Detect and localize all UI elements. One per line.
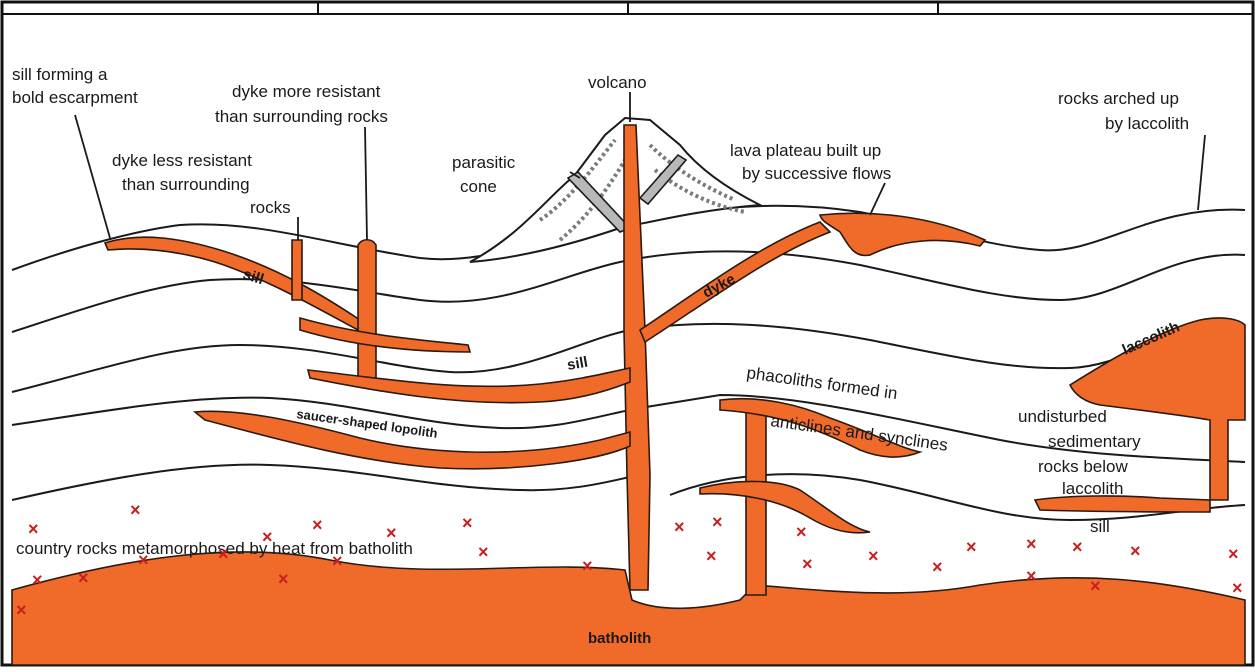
x-mark: × — [16, 600, 27, 620]
label-rocks-arched-1: rocks arched up — [1058, 89, 1179, 108]
label-undisturbed-2: sedimentary — [1048, 432, 1141, 451]
x-mark: × — [674, 517, 685, 537]
label-batholith: batholith — [588, 630, 651, 647]
leader-plateau — [870, 183, 885, 215]
label-volcano: volcano — [588, 73, 647, 92]
label-sill-escarpment-1: sill forming a — [12, 65, 108, 84]
x-mark: × — [32, 570, 43, 590]
x-mark: × — [1228, 544, 1239, 564]
label-undisturbed-1: undisturbed — [1018, 407, 1107, 426]
x-mark: × — [1130, 541, 1141, 561]
label-dyke-more-1: dyke more resistant — [232, 82, 381, 101]
leader-escarpment — [75, 115, 110, 238]
x-mark: × — [218, 544, 229, 564]
dyke-less-resistant — [292, 240, 302, 300]
x-mark: × — [386, 523, 397, 543]
x-mark: × — [868, 546, 879, 566]
label-sill-right: sill — [1090, 517, 1110, 536]
label-undisturbed-4: laccolith — [1062, 479, 1123, 498]
x-mark: × — [582, 556, 593, 576]
x-mark: × — [478, 542, 489, 562]
x-mark: × — [78, 568, 89, 588]
x-mark: × — [1072, 537, 1083, 557]
label-country-rocks: country rocks metamorphosed by heat from… — [16, 539, 413, 558]
label-dyke: dyke — [700, 270, 738, 301]
x-mark: × — [1090, 576, 1101, 596]
x-mark: × — [706, 546, 717, 566]
x-mark: × — [796, 522, 807, 542]
label-undisturbed-3: rocks below — [1038, 457, 1128, 476]
leader-arched — [1198, 135, 1205, 210]
label-parasitic-2: cone — [460, 177, 497, 196]
x-mark: × — [966, 537, 977, 557]
label-rocks-arched-2: by laccolith — [1105, 114, 1189, 133]
lava-plateau — [820, 213, 985, 255]
label-lava-plateau-2: by successive flows — [742, 164, 891, 183]
label-sill-center: sill — [566, 354, 589, 374]
x-mark: × — [312, 515, 323, 535]
label-parasitic-1: parasitic — [452, 153, 516, 172]
sill-center — [308, 368, 630, 403]
label-dyke-less-3: rocks — [250, 198, 291, 217]
x-mark: × — [1232, 578, 1243, 598]
leader-dyke-more — [365, 127, 367, 240]
x-mark: × — [802, 554, 813, 574]
x-mark: × — [138, 550, 149, 570]
escarpment-sill — [105, 237, 360, 330]
x-mark: × — [932, 557, 943, 577]
x-mark: × — [130, 500, 141, 520]
label-lava-plateau-1: lava plateau built up — [730, 141, 881, 160]
x-mark: × — [28, 519, 39, 539]
sill-branch-left — [300, 318, 470, 352]
phacolith-lower — [700, 481, 870, 532]
x-mark: × — [278, 569, 289, 589]
x-mark: × — [712, 512, 723, 532]
dyke-more-resistant — [358, 240, 376, 385]
sill-right — [1035, 496, 1210, 512]
label-dyke-more-2: than surrounding rocks — [215, 107, 388, 126]
bedding-line-5 — [12, 465, 640, 500]
label-sill-escarpment-2: bold escarpment — [12, 88, 138, 107]
batholith-mass — [12, 552, 1245, 665]
label-dyke-less-2: than surrounding — [122, 175, 250, 194]
x-mark: × — [462, 513, 473, 533]
x-mark: × — [1026, 534, 1037, 554]
lopolith — [195, 411, 630, 468]
label-dyke-less-1: dyke less resistant — [112, 151, 252, 170]
x-mark: × — [1026, 566, 1037, 586]
x-mark: × — [262, 527, 273, 547]
x-mark: × — [332, 551, 343, 571]
